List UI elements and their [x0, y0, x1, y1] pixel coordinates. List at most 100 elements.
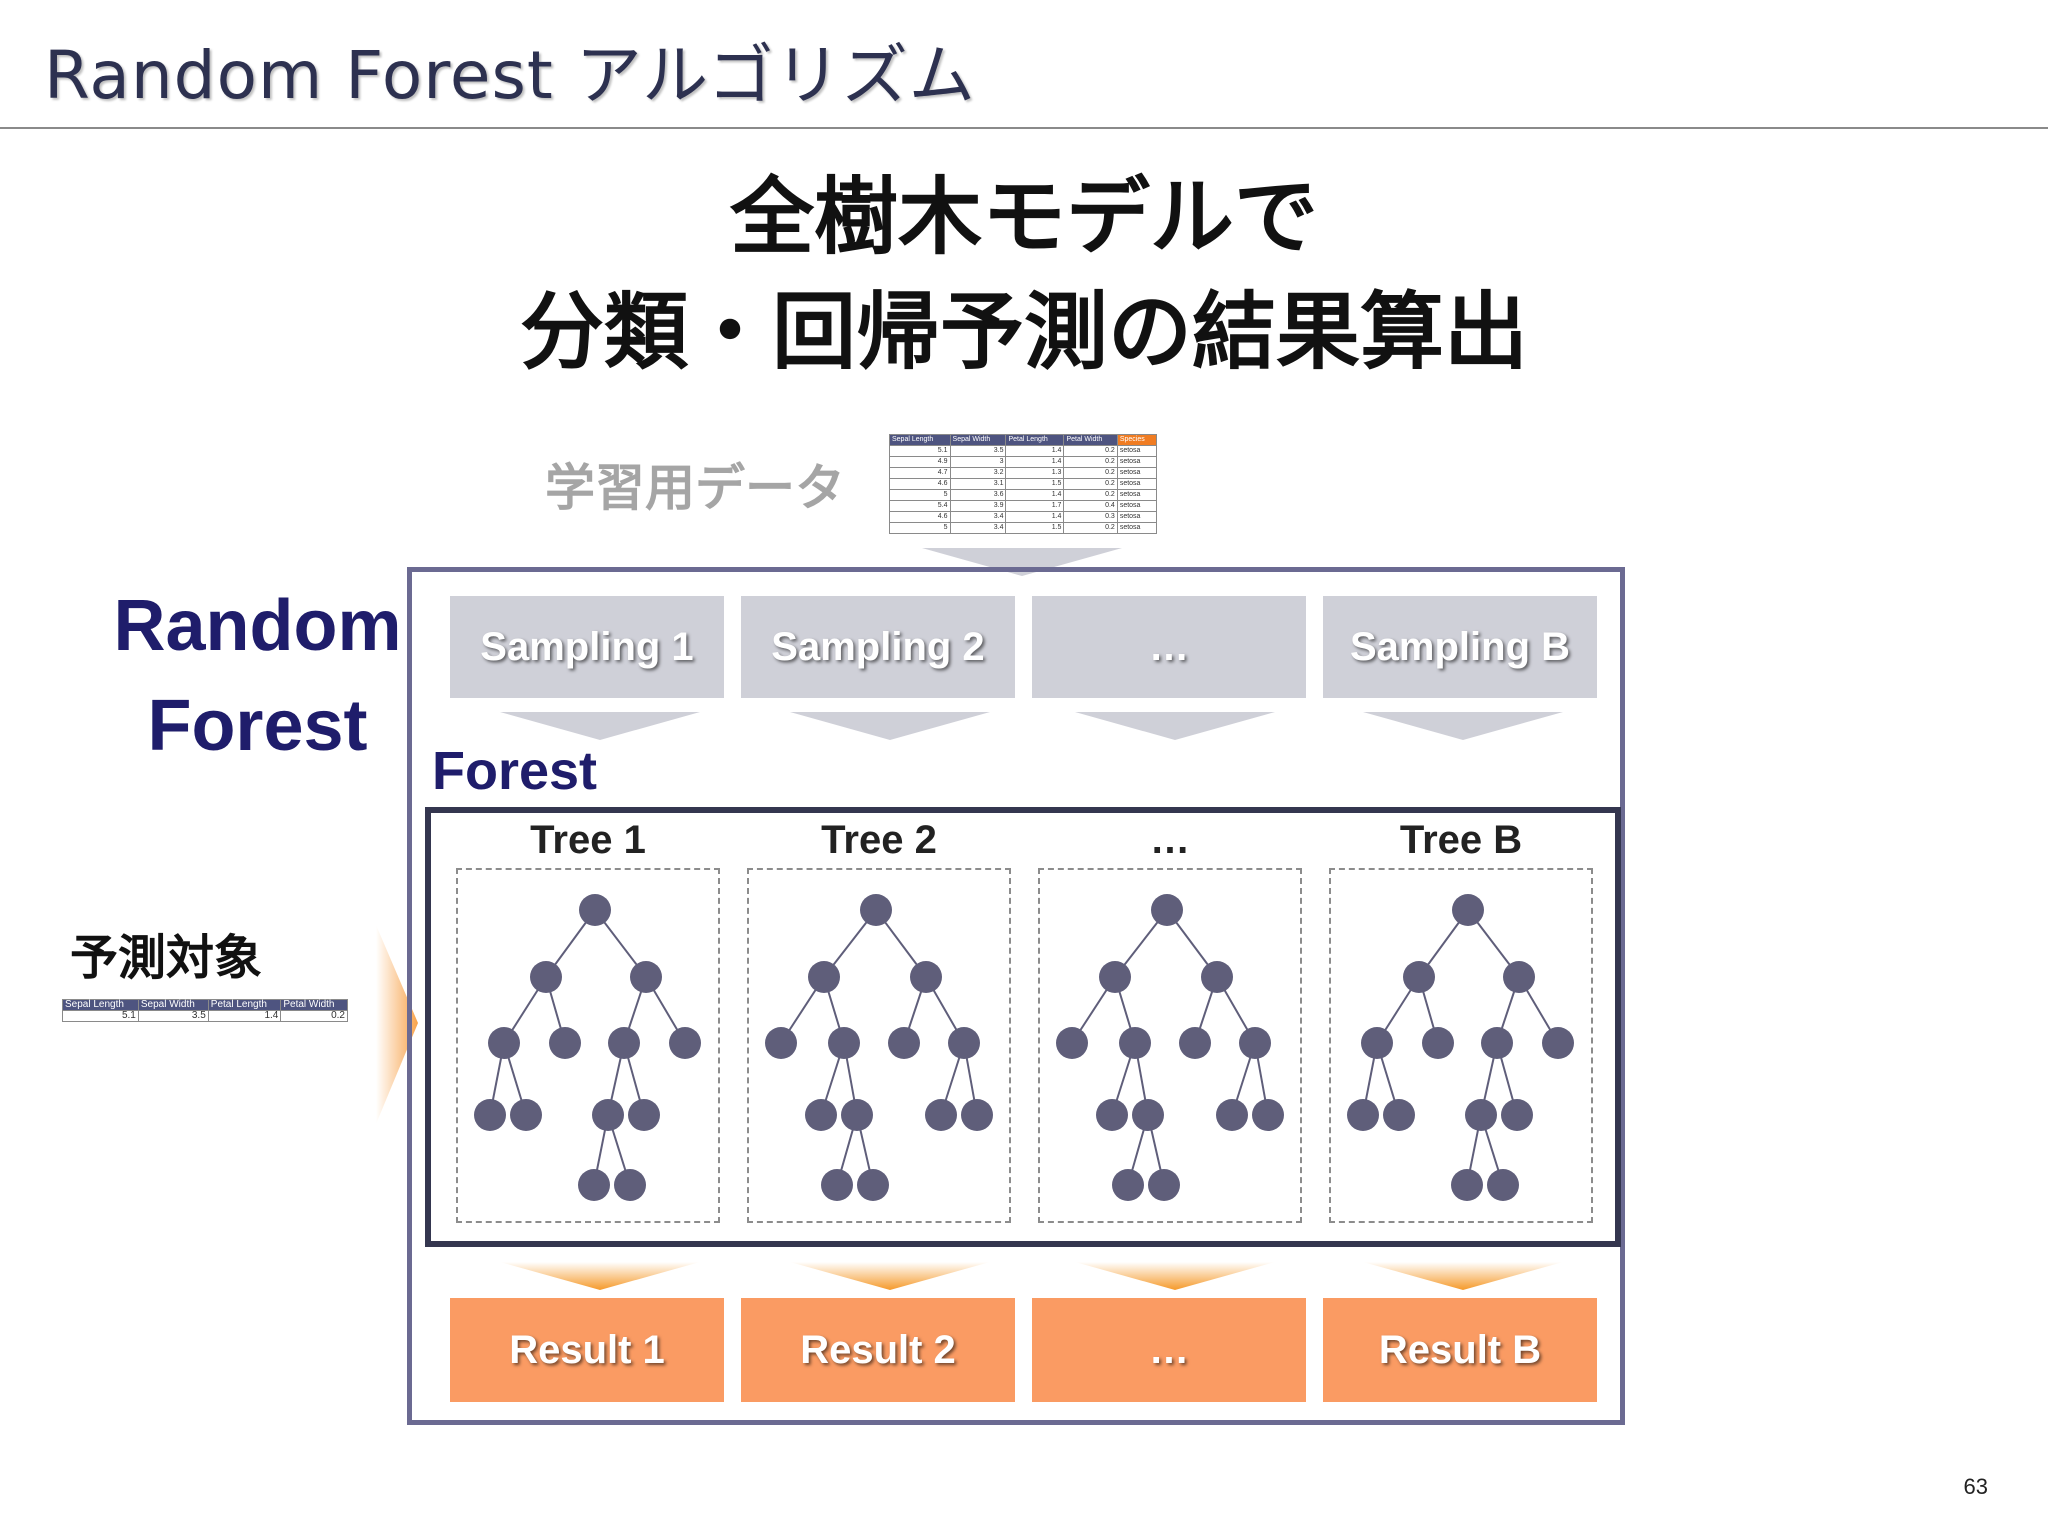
sampling-arrow-1	[500, 712, 700, 740]
tree-node	[1452, 894, 1484, 926]
tree-diagram-ellipsis	[1038, 868, 1302, 1223]
table-cell: 0.3	[1063, 511, 1118, 523]
prediction-input-arrow	[376, 925, 418, 1124]
tree-node	[578, 1169, 610, 1201]
tree-title-b: Tree B	[1399, 818, 1523, 862]
tree-node	[579, 894, 611, 926]
result-arrow-3	[1075, 1262, 1275, 1290]
tree-node	[961, 1099, 993, 1131]
result-box-b: Result B	[1323, 1298, 1597, 1402]
tree-node	[860, 894, 892, 926]
tree-node	[510, 1099, 542, 1131]
tree-node	[808, 961, 840, 993]
tree-node	[1148, 1169, 1180, 1201]
tree-node	[948, 1027, 980, 1059]
result-arrow-4	[1363, 1262, 1563, 1290]
result-box-ellipsis: …	[1032, 1298, 1306, 1402]
tree-node	[910, 961, 942, 993]
sampling-box-b: Sampling B	[1323, 596, 1597, 698]
tree-node	[1481, 1027, 1513, 1059]
sampling-box-ellipsis: …	[1032, 596, 1306, 698]
sampling-box-2: Sampling 2	[741, 596, 1015, 698]
table-cell: 0.2	[280, 1010, 348, 1022]
forest-frame	[425, 807, 1621, 1247]
tree-node	[1403, 961, 1435, 993]
table-cell: setosa	[1116, 522, 1158, 534]
prediction-target-label: 予測対象	[70, 930, 263, 986]
tree-node	[549, 1027, 581, 1059]
sampling-arrow-3	[1075, 712, 1275, 740]
tree-node	[1451, 1169, 1483, 1201]
tree-node	[628, 1099, 660, 1131]
headline-line-1: 全樹木モデルで	[729, 168, 1318, 266]
tree-node	[1096, 1099, 1128, 1131]
result-box-1: Result 1	[450, 1298, 724, 1402]
tree-graph	[1347, 894, 1574, 1201]
table-cell: 3.5	[137, 1010, 209, 1022]
slide-title: Random Forest アルゴリズム	[44, 37, 976, 114]
tree-node	[1201, 961, 1233, 993]
tree-node	[1501, 1099, 1533, 1131]
tree-node	[1119, 1027, 1151, 1059]
tree-node	[1542, 1027, 1574, 1059]
training-data-label: 学習用データ	[545, 459, 845, 517]
table-cell: 0.2	[1063, 522, 1118, 534]
tree-graph	[474, 894, 701, 1201]
tree-node	[1099, 961, 1131, 993]
tree-node	[1056, 1027, 1088, 1059]
training-data-arrow	[922, 548, 1122, 576]
sampling-arrow-4	[1363, 712, 1563, 740]
tree-node	[474, 1099, 506, 1131]
tree-node	[630, 961, 662, 993]
tree-node	[1422, 1027, 1454, 1059]
tree-node	[1487, 1169, 1519, 1201]
tree-diagram-2	[747, 868, 1011, 1223]
tree-node	[828, 1027, 860, 1059]
tree-node	[1239, 1027, 1271, 1059]
tree-node	[1151, 894, 1183, 926]
tree-node	[1252, 1099, 1284, 1131]
tree-node	[888, 1027, 920, 1059]
page-number: 63	[1963, 1474, 1988, 1499]
tree-node	[1361, 1027, 1393, 1059]
tree-node	[1383, 1099, 1415, 1131]
tree-node	[1216, 1099, 1248, 1131]
tree-node	[925, 1099, 957, 1131]
table-cell: setosa	[1116, 456, 1158, 468]
tree-node	[765, 1027, 797, 1059]
tree-graph	[765, 894, 993, 1201]
table-cell: 1.4	[207, 1010, 282, 1022]
tree-node	[1465, 1099, 1497, 1131]
tree-node	[530, 961, 562, 993]
tree-node	[841, 1099, 873, 1131]
tree-diagram-1	[456, 868, 720, 1223]
table-header-cell: Petal Width	[280, 999, 348, 1011]
tree-node	[821, 1169, 853, 1201]
sampling-box-1: Sampling 1	[450, 596, 724, 698]
tree-graph	[1056, 894, 1284, 1201]
tree-node	[488, 1027, 520, 1059]
tree-node	[1179, 1027, 1211, 1059]
tree-node	[1347, 1099, 1379, 1131]
title-divider	[0, 127, 2048, 129]
random-forest-frame	[407, 567, 1625, 1425]
result-arrow-1	[500, 1262, 700, 1290]
tree-node	[614, 1169, 646, 1201]
table-header-cell: Sepal Width	[949, 434, 1007, 446]
result-box-2: Result 2	[741, 1298, 1015, 1402]
tree-title-1: Tree 1	[530, 818, 646, 862]
tree-node	[805, 1099, 837, 1131]
headline-line-2: 分類・回帰予測の結果算出	[519, 283, 1528, 381]
tree-node	[608, 1027, 640, 1059]
tree-title-2: Tree 2	[821, 818, 937, 862]
forest-section-label: Forest	[432, 741, 598, 801]
tree-node	[1112, 1169, 1144, 1201]
tree-title-ellipsis: …	[1150, 818, 1190, 862]
tree-node	[1132, 1099, 1164, 1131]
table-header-cell: Petal Length	[207, 999, 282, 1011]
